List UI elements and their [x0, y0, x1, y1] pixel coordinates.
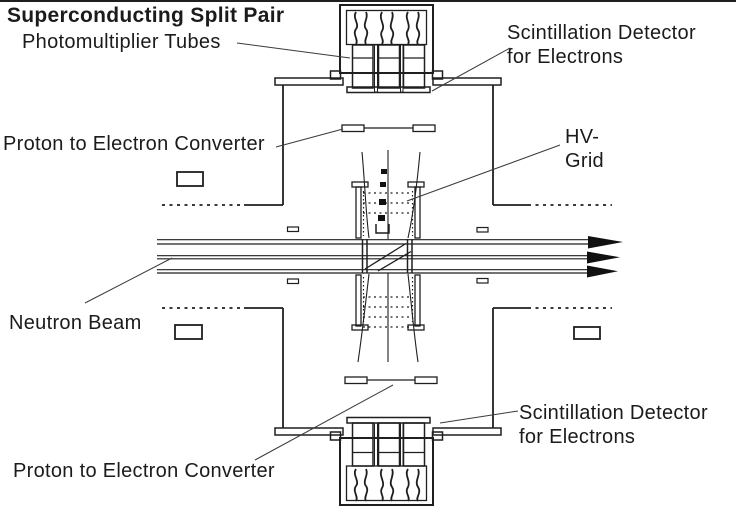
leader-converter-top	[275, 128, 344, 148]
leader-scint-bottom	[439, 410, 519, 424]
decay-volume	[361, 239, 413, 274]
label-hv-grid: HV- Grid	[565, 125, 604, 173]
coil-left-top	[176, 171, 204, 187]
leader-photomultiplier	[236, 42, 351, 59]
label-photomultiplier-tubes: Photomultiplier Tubes	[22, 31, 221, 53]
label-scint-top-line1: Scintillation Detector	[507, 22, 696, 44]
chamber-plate-bottom	[274, 427, 502, 436]
label-title: Superconducting Split Pair	[7, 4, 285, 27]
proton-electron-converter-bottom	[344, 376, 438, 385]
pmt-tubes-top	[351, 44, 426, 89]
leader-neutron-beam	[84, 257, 173, 304]
coil-left-bottom	[174, 324, 203, 340]
label-scintillation-detector-bottom: Scintillation Detector for Electrons	[519, 401, 708, 449]
pmt-coils-top	[353, 11, 421, 45]
pmt-assembly-top	[329, 4, 444, 93]
label-scintillation-detector-top: Scintillation Detector for Electrons	[507, 21, 696, 69]
scintillator-plate-bottom	[346, 416, 431, 424]
label-neutron-beam: Neutron Beam	[9, 312, 142, 334]
pmt-tubes-bottom	[351, 422, 426, 467]
leader-scint-top	[431, 47, 511, 92]
hv-grid-elements	[375, 169, 390, 234]
neutron-beam-lines	[157, 236, 623, 278]
label-hv-line1: HV-	[565, 126, 600, 148]
label-scint-bottom-line2: for Electrons	[519, 426, 636, 448]
leader-lines	[84, 42, 561, 461]
scintillator-plate-top	[346, 86, 431, 94]
label-scint-top-line2: for Electrons	[507, 46, 624, 68]
leader-hv-grid	[406, 144, 561, 202]
label-scint-bottom-line1: Scintillation Detector	[519, 402, 708, 424]
split-pair-coils	[174, 171, 601, 340]
label-hv-line2: Grid	[565, 150, 604, 172]
beam-arrowhead-middle	[587, 251, 620, 264]
chamber-plate-top	[274, 77, 502, 86]
electrode-system-top	[351, 181, 425, 239]
leader-converter-bottom	[254, 384, 394, 461]
coil-right-bottom	[573, 326, 601, 340]
label-converter-bottom: Proton to Electron Converter	[13, 460, 275, 482]
electron-trajectories	[357, 150, 421, 363]
pmt-assembly-bottom	[329, 422, 444, 506]
beam-tube-flange-marks	[286, 226, 489, 285]
label-converter-top: Proton to Electron Converter	[3, 133, 265, 155]
vacuum-chamber-bottom	[162, 307, 612, 428]
beam-arrowhead-top	[588, 236, 623, 249]
beam-arrowhead-bottom	[587, 265, 618, 278]
pmt-coils-bottom	[353, 468, 421, 502]
proton-electron-converter-top	[341, 124, 436, 133]
vacuum-chamber-top	[162, 85, 612, 206]
